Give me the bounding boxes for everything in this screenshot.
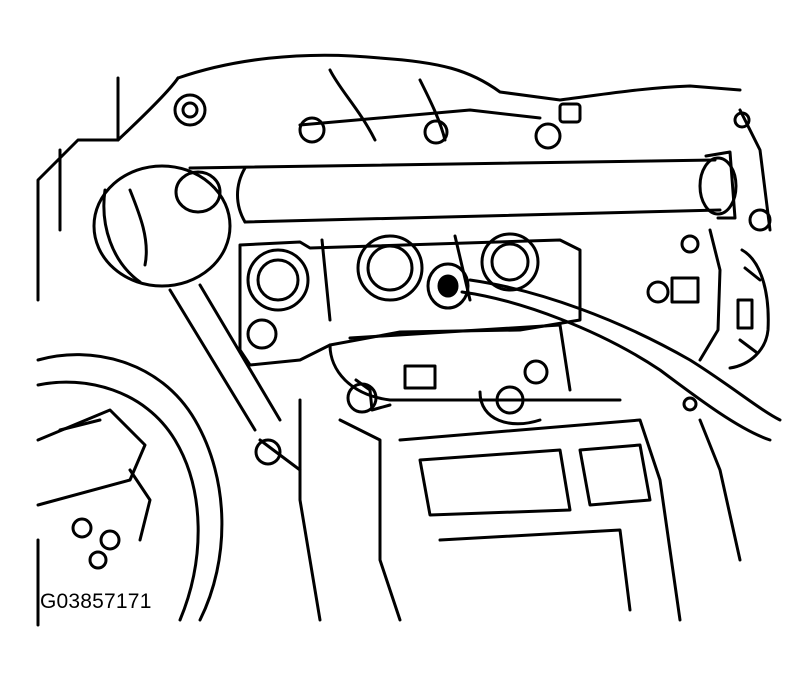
- port-middle: [356, 234, 424, 302]
- bolt-top-right: [534, 122, 562, 150]
- bolt-housing-2: [495, 385, 525, 415]
- upper-engine-outline: [36, 53, 772, 302]
- sensor-with-harness: [426, 262, 782, 442]
- port-left: [246, 248, 310, 312]
- top-bolts: [173, 93, 751, 150]
- flywheel-ring-gear: [36, 353, 224, 622]
- sensor-lower: [346, 382, 378, 414]
- bolt-far-right: [733, 111, 751, 129]
- bolt-housing-1: [523, 359, 549, 385]
- figure-id-label: G03857171: [40, 590, 152, 613]
- diagonal-bracket: [168, 283, 282, 432]
- bottom-outline: [36, 418, 742, 627]
- right-side-components: [646, 208, 772, 412]
- horizontal-bar-tool: [188, 150, 738, 224]
- bar-handle-knob: [92, 164, 232, 288]
- sensor-head: [426, 262, 470, 310]
- lower-housing: [254, 323, 682, 622]
- bolt-top-center: [423, 119, 449, 145]
- port-right: [480, 232, 540, 292]
- port-small-lower: [246, 318, 278, 350]
- bolt-top-left: [173, 93, 207, 127]
- flywheel-bolt-2: [99, 529, 121, 551]
- bolt-housing-left: [254, 438, 282, 466]
- flywheel-bolt-3: [88, 550, 108, 570]
- flywheel-bolt-1: [71, 517, 93, 539]
- manifold-plate: [238, 232, 582, 367]
- bolt-top-mid: [298, 116, 326, 144]
